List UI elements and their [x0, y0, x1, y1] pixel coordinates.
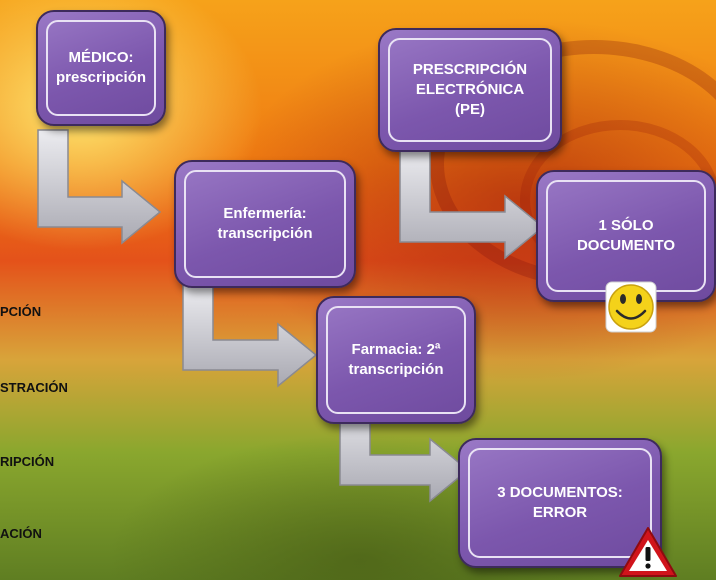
box-tres-documentos-error: 3 DOCUMENTOS: ERROR [458, 438, 662, 568]
side-label: RIPCIÓN [0, 454, 55, 469]
box-prescripcion-electronica: PRESCRIPCIÓN ELECTRÓNICA (PE) [378, 28, 562, 152]
box-label: PRESCRIPCIÓN ELECTRÓNICA (PE) [412, 61, 528, 118]
box-label: 1 SÓLO DOCUMENTO [576, 217, 676, 254]
box-enfermeria-transcripcion: Enfermería: transcripción [174, 160, 356, 288]
box-un-solo-documento: 1 SÓLO DOCUMENTO [536, 170, 716, 302]
side-label: STRACIÓN [0, 380, 68, 395]
bent-arrow [37, 129, 162, 245]
side-label: ACIÓN [0, 526, 42, 541]
box-label: Farmacia: 2ª transcripción [348, 341, 444, 378]
box-medico-prescripcion: MÉDICO: prescripción [36, 10, 166, 126]
box-label: Enfermería: transcripción [217, 205, 313, 242]
box-label: MÉDICO: prescripción [55, 49, 147, 86]
side-label: PCIÓN [0, 304, 42, 319]
bent-arrow [339, 397, 470, 503]
bent-arrow [399, 147, 545, 260]
box-farmacia-transcripcion: Farmacia: 2ª transcripción [316, 296, 476, 424]
bent-arrow [182, 284, 318, 388]
box-label: 3 DOCUMENTOS: ERROR [497, 484, 623, 521]
